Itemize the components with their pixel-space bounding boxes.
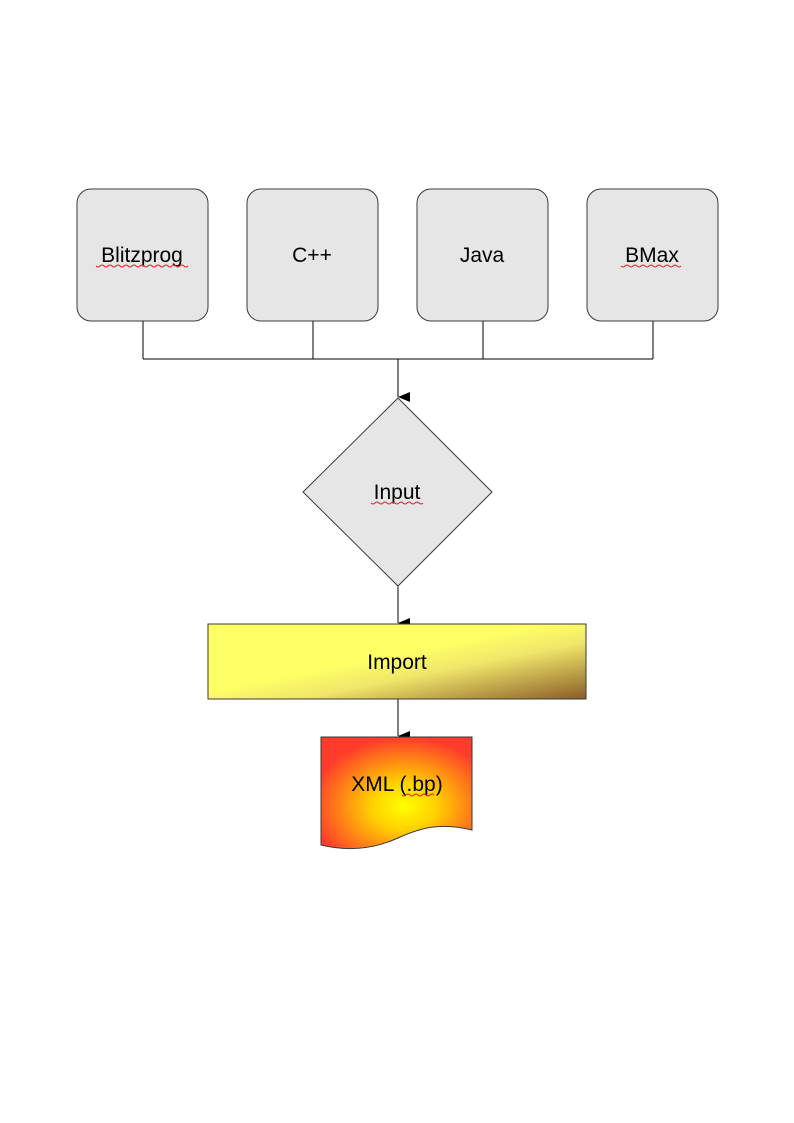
import-label: Import <box>367 651 427 674</box>
xml-label: XML (.bp) <box>351 773 442 796</box>
spellcheck-underline <box>401 793 435 797</box>
spellcheck-underline <box>95 264 189 268</box>
spellcheck-underline <box>620 264 682 268</box>
source-box-cpp[interactable]: C++ <box>246 188 379 322</box>
import-process[interactable]: Import <box>207 623 587 700</box>
source-label-cpp: C++ <box>292 244 332 267</box>
connectors <box>142 321 654 741</box>
source-box-bmax[interactable]: BMax <box>586 188 719 322</box>
xml-document[interactable]: XML (.bp) <box>320 736 473 850</box>
input-decision[interactable]: Input <box>302 397 493 587</box>
spellcheck-underline <box>370 501 424 505</box>
source-label-blitzprog: Blitzprog <box>101 244 183 267</box>
input-label: Input <box>374 481 421 504</box>
source-box-java[interactable]: Java <box>416 188 549 322</box>
source-label-bmax: BMax <box>625 244 679 267</box>
source-box-blitzprog[interactable]: Blitzprog <box>76 188 209 322</box>
source-label-java: Java <box>460 244 505 267</box>
